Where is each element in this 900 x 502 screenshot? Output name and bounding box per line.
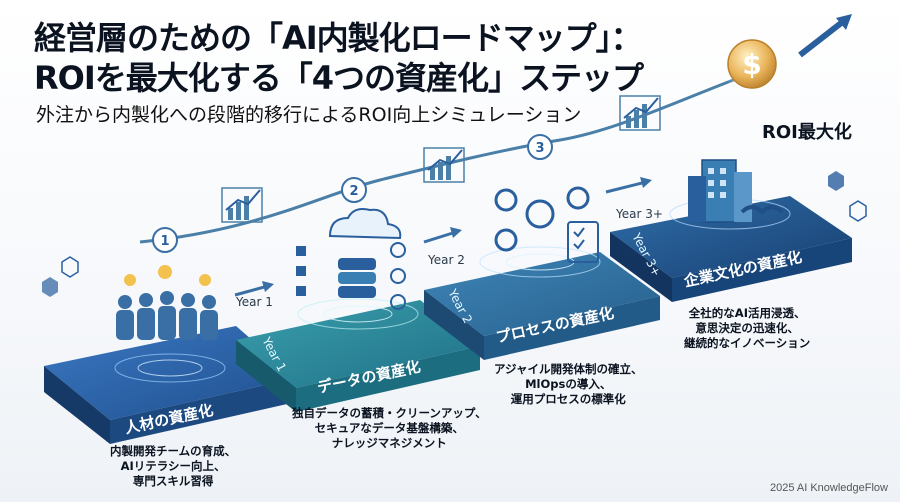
step-2-description: 独自データの蓄積・クリーンアップ、セキュアなデータ基盤構築、ナレッジマネジメント: [292, 406, 487, 450]
page-title: 経営層のための「AI内製化ロードマップ」： ROIを最大化する「4つの資産化」ス…: [34, 18, 644, 98]
step-arrow: [605, 177, 652, 194]
roi-label: ROI最大化: [762, 122, 852, 143]
dollar-coin-icon: [727, 39, 777, 89]
step-3-block: Year 2 プロセスの資産化: [424, 246, 660, 360]
svg-text:1: 1: [160, 234, 169, 249]
step-1-description: 内製開発チームの育成、AIリテラシー向上、専門スキル習得: [110, 444, 237, 488]
bar-chart-icon: [619, 95, 661, 131]
bar-chart-icon: [221, 187, 263, 223]
step-number-1: 1: [152, 227, 178, 253]
step-number-3: 3: [527, 134, 553, 160]
svg-text:3: 3: [535, 141, 544, 156]
page-subtitle: 外注から内製化への段階的移行によるROI向上シミュレーション: [36, 104, 582, 126]
step-arrow: [423, 227, 462, 244]
title-line-2: ROIを最大化する「4つの資産化」ステップ: [34, 59, 644, 97]
cloud-database-icon: [296, 208, 406, 310]
step-3-description: アジャイル開発体制の確立、MlOpsの導入、運用プロセスの標準化: [494, 362, 643, 406]
bar-chart-icon: [423, 147, 465, 183]
step-number-2: 2: [341, 177, 367, 203]
step-1-block: 人材の資産化: [44, 326, 296, 444]
step-4-block: Year 3+ 企業文化の資産化: [610, 196, 852, 302]
step-4-description: 全社的なAI活用浸透、意思決定の迅速化、継続的なイノベーション: [684, 306, 811, 350]
growth-arrow-head: [836, 14, 852, 30]
growth-arrow-icon: [798, 17, 847, 58]
people-idea-icon: [116, 265, 218, 340]
year-label-1: Year 1: [235, 295, 273, 309]
svg-text:2: 2: [349, 184, 358, 199]
svg-text:$: $: [742, 48, 761, 81]
footer-credit: 2025 AI KnowledgeFlow: [769, 482, 888, 494]
year-label-2: Year 2: [427, 253, 465, 267]
step-2-block: Year 1 データの資産化: [236, 298, 480, 412]
title-line-1: 経営層のための「AI内製化ロードマップ」：: [34, 19, 643, 57]
building-handshake-icon: [688, 159, 784, 223]
year-label-3: Year 3+: [615, 207, 663, 221]
gears-checklist-icon: [494, 186, 599, 263]
step-arrow: [234, 281, 274, 297]
